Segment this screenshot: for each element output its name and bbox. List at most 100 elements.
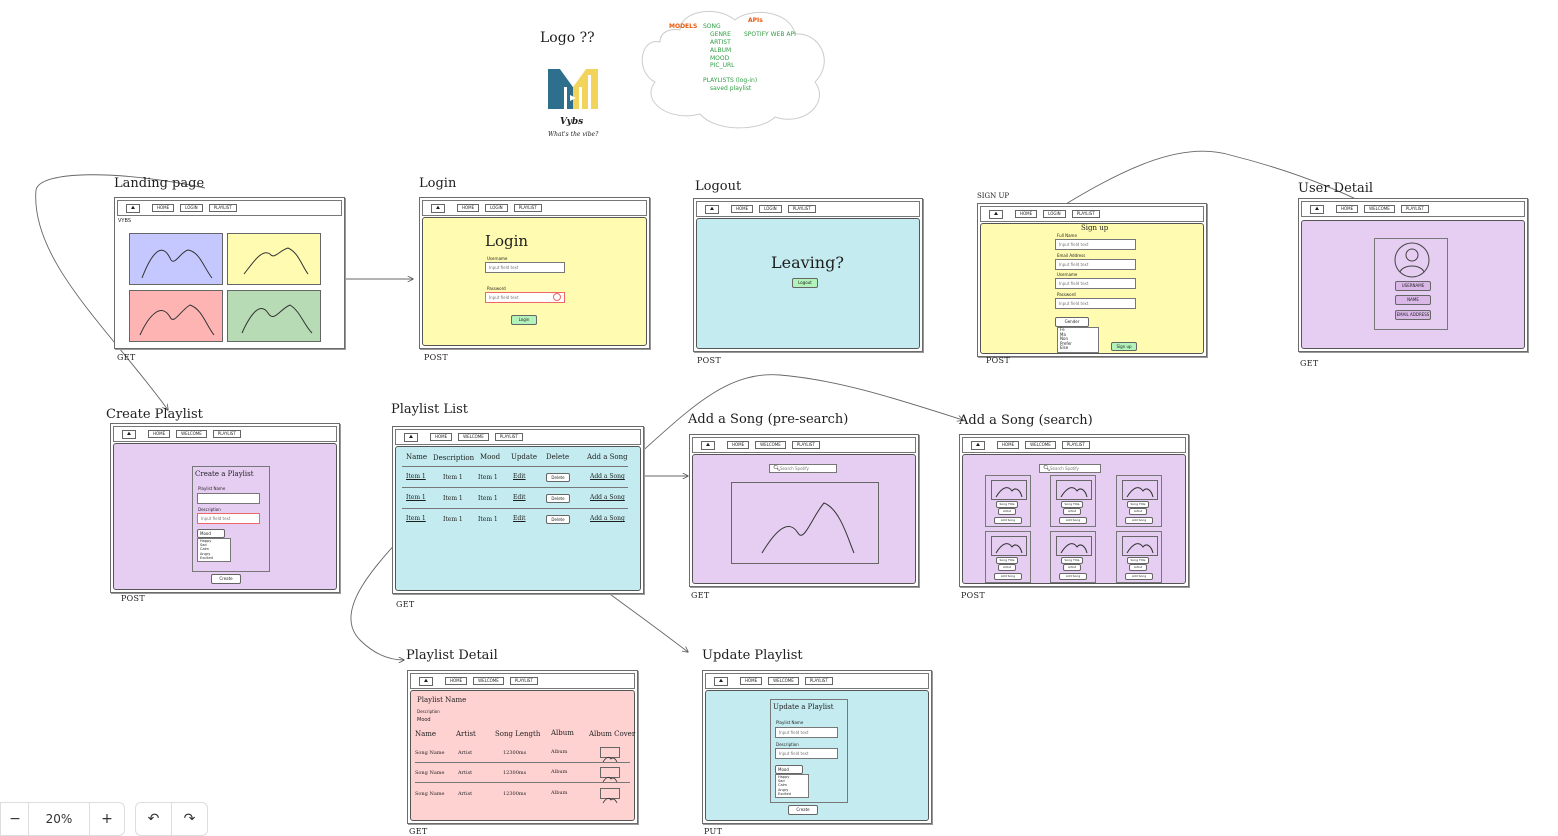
mood-option[interactable]: Happy <box>778 775 790 779</box>
nav-welcome[interactable]: WELCOME <box>1025 441 1056 449</box>
email-input[interactable]: Input field text <box>1055 259 1136 270</box>
nav-playlist[interactable]: PLAYLIST <box>1400 205 1429 213</box>
col-name: Name <box>406 453 428 461</box>
mood-option[interactable]: Sad <box>778 779 785 784</box>
playlist-name-input[interactable] <box>197 493 260 504</box>
nav-playlist[interactable]: PLAYLIST <box>804 677 833 685</box>
signup-button[interactable]: Sign up <box>1111 342 1137 351</box>
username-input[interactable]: Input field text <box>485 262 565 273</box>
row3-delete[interactable]: Delete <box>546 515 570 524</box>
update-button[interactable]: Create <box>788 805 818 815</box>
nav-home[interactable]: HOME <box>731 205 754 213</box>
add-song-button[interactable]: Add Song <box>1125 573 1153 580</box>
nav-home[interactable]: HOME <box>445 677 468 685</box>
nav-playlist[interactable]: PLAYLIST <box>787 205 816 213</box>
gender-option[interactable]: Non <box>1060 336 1068 342</box>
zoom-in-button[interactable]: + <box>89 802 125 836</box>
password-input[interactable]: Input field text <box>1055 298 1136 309</box>
nav-playlist[interactable]: PLAYLIST <box>494 433 523 441</box>
add-song-button[interactable]: Add Song <box>994 517 1022 524</box>
nav-home[interactable]: HOME <box>727 441 750 449</box>
nav-welcome[interactable]: WELCOME <box>1364 205 1395 213</box>
nav-playlist[interactable]: PLAYLIST <box>791 441 820 449</box>
mood-option[interactable]: Excited <box>778 791 791 796</box>
login-button[interactable]: Login <box>511 315 537 325</box>
divider <box>402 508 628 509</box>
mood-option[interactable]: Excited <box>200 555 213 560</box>
gender-dropdown[interactable]: Gender <box>1055 317 1089 327</box>
nav-playlist[interactable]: PLAYLIST <box>1071 210 1100 218</box>
nav-welcome[interactable]: WELCOME <box>768 677 799 685</box>
nav-welcome[interactable]: WELCOME <box>755 441 786 449</box>
row2-edit[interactable]: Edit <box>513 494 526 501</box>
nav-playlist[interactable]: PLAYLIST <box>509 677 538 685</box>
detail-method: GET <box>409 827 428 836</box>
mood-option[interactable]: Calm <box>778 783 787 788</box>
row1-edit[interactable]: Edit <box>513 473 526 480</box>
zoom-level[interactable]: 20% <box>28 802 90 836</box>
password-input[interactable]: Input field text <box>485 292 565 303</box>
login-title: Login <box>419 176 457 191</box>
description-input[interactable]: Input field text <box>197 513 260 524</box>
nav-home[interactable]: HOME <box>740 677 763 685</box>
mood-option[interactable]: Happy <box>200 539 212 543</box>
nav-login[interactable]: LOGIN <box>1043 210 1066 218</box>
navbar: ⛰ HOME WELCOME PLAYLIST <box>1301 201 1525 217</box>
mood-dropdown[interactable]: Mood <box>197 529 225 538</box>
song-card: Song Title Artist Add Song <box>985 531 1031 583</box>
nav-home[interactable]: HOME <box>1015 210 1038 218</box>
nav-welcome[interactable]: WELCOME <box>176 430 207 438</box>
row1-delete[interactable]: Delete <box>546 473 570 482</box>
mood-option[interactable]: Angry <box>778 787 789 792</box>
add-song-button[interactable]: Add Song <box>1125 517 1153 524</box>
song-search-input[interactable]: Search Spotify <box>769 464 837 473</box>
add-song-button[interactable]: Add Song <box>1059 573 1087 580</box>
gender-option[interactable]: Else <box>1060 345 1069 351</box>
nav-playlist[interactable]: PLAYLIST <box>513 204 542 212</box>
nav-home[interactable]: HOME <box>148 430 171 438</box>
nav-login[interactable]: LOGIN <box>759 205 782 213</box>
nav-playlist[interactable]: PLAYLIST <box>208 204 237 212</box>
song-title: Song Title <box>1127 557 1149 564</box>
update-heading: Update a Playlist <box>773 703 834 711</box>
undo-button[interactable]: ↶ <box>135 802 172 836</box>
gender-option[interactable]: Prefer <box>1060 340 1072 346</box>
nav-home[interactable]: HOME <box>997 441 1020 449</box>
fullname-input[interactable]: Input field text <box>1055 239 1136 250</box>
nav-playlist[interactable]: PLAYLIST <box>212 430 241 438</box>
mood-option[interactable]: Angry <box>200 551 211 556</box>
nav-home[interactable]: HOME <box>430 433 453 441</box>
row3-name[interactable]: Item 1 <box>406 515 426 522</box>
song-search-input[interactable]: Search Spotify <box>1039 464 1101 473</box>
nav-home[interactable]: HOME <box>457 204 480 212</box>
mood-option[interactable]: Sad <box>200 543 207 548</box>
playlist-name-input[interactable]: Input field text <box>775 727 838 738</box>
nav-home[interactable]: HOME <box>1336 205 1359 213</box>
row1-name[interactable]: Item 1 <box>406 473 426 480</box>
nav-home[interactable]: HOME <box>152 204 175 212</box>
nav-welcome[interactable]: WELCOME <box>458 433 489 441</box>
row3-add-song[interactable]: Add a Song <box>590 515 625 522</box>
gender-option[interactable]: Ma <box>1060 331 1066 337</box>
row3-edit[interactable]: Edit <box>513 515 526 522</box>
row2-name[interactable]: Item 1 <box>406 494 426 501</box>
row2-delete[interactable]: Delete <box>546 494 570 503</box>
nav-playlist[interactable]: PLAYLIST <box>1061 441 1090 449</box>
username-input[interactable]: Input field text <box>1055 278 1136 289</box>
nav-login[interactable]: LOGIN <box>180 204 203 212</box>
zoom-out-button[interactable]: − <box>0 802 30 836</box>
mood-option[interactable]: Calm <box>200 547 209 552</box>
row2-add-song[interactable]: Add a Song <box>590 494 625 501</box>
nav-login[interactable]: LOGIN <box>485 204 508 212</box>
add-song-button[interactable]: Add Song <box>1059 517 1087 524</box>
row1-add-song[interactable]: Add a Song <box>590 473 625 480</box>
nav-welcome[interactable]: WELCOME <box>473 677 504 685</box>
mood-dropdown[interactable]: Mood <box>775 765 803 774</box>
description-input[interactable]: Input field text <box>775 748 838 759</box>
add-song-button[interactable]: Add Song <box>994 573 1022 580</box>
logout-button[interactable]: Logout <box>792 278 818 288</box>
redo-button[interactable]: ↷ <box>171 802 208 836</box>
gender-option[interactable]: Fe <box>1060 327 1065 332</box>
create-button[interactable]: Create <box>211 574 241 584</box>
row2-artist: Artist <box>458 770 473 776</box>
